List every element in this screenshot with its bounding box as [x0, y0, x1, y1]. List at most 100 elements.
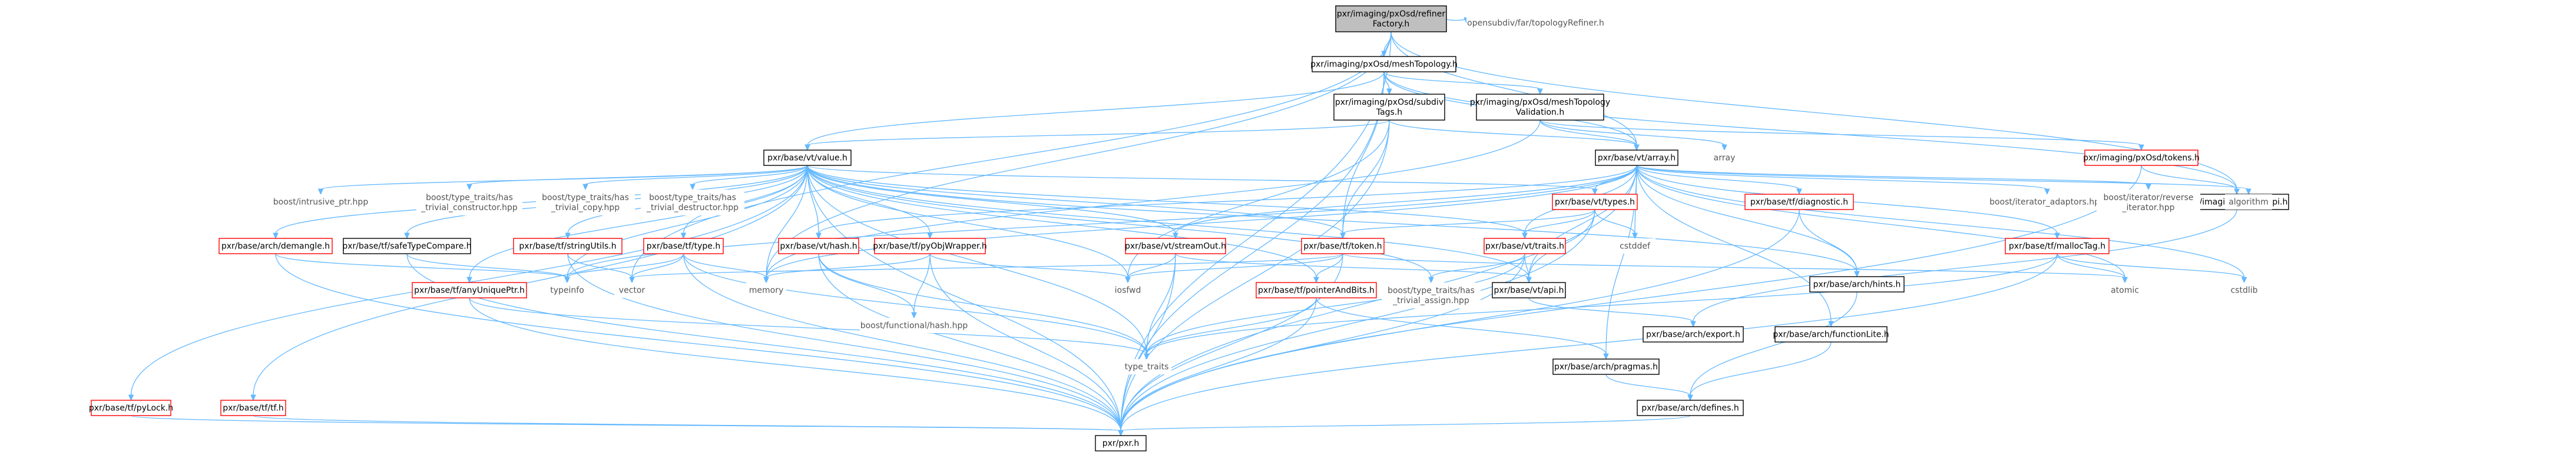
edge-line	[1175, 165, 1637, 234]
edge-arrowhead	[927, 233, 933, 240]
node-label: pxr/base/vt/streamOut.h	[1125, 242, 1226, 251]
node-pyObj[interactable]: pxr/base/tf/pyObjWrapper.h	[873, 238, 987, 254]
edge-arrowhead	[1603, 353, 1609, 360]
edge-line	[1342, 253, 2125, 278]
node-vttypes[interactable]: pxr/base/vt/types.h	[1552, 194, 1638, 210]
edge-vtarray-to-streamOut	[1173, 165, 1637, 240]
node-value[interactable]: pxr/base/vt/value.h	[763, 150, 852, 166]
edge-arrowhead	[1690, 321, 1696, 328]
node-hints[interactable]: pxr/base/arch/hints.h	[1809, 276, 1905, 293]
node-box	[1774, 326, 1888, 343]
node-label: memory	[749, 286, 784, 295]
node-trivCtor: boost/type_traits/has_trivial_constructo…	[416, 190, 522, 215]
node-stringUtils[interactable]: pxr/base/tf/stringUtils.h	[513, 238, 623, 254]
node-label: pxr/base/tf/pointerAndBits.h	[1258, 286, 1375, 295]
node-streamOut[interactable]: pxr/base/vt/streamOut.h	[1125, 238, 1226, 254]
edge-line	[1127, 253, 1176, 278]
edge-tftype-to-typeinfo	[564, 253, 684, 284]
node-pointerBits[interactable]: pxr/base/tf/pointerAndBits.h	[1256, 282, 1377, 298]
edge-line	[1120, 209, 1595, 431]
edge-tokens-to-pxOsdApi	[2141, 165, 2240, 195]
node-vtarray[interactable]: pxr/base/vt/array.h	[1595, 150, 1678, 166]
edge-mallocTag-to-cstdlib	[2057, 253, 2247, 284]
node-funcLite[interactable]: pxr/base/arch/functionLite.h	[1773, 326, 1889, 343]
edge-pointerBits-to-pragmas	[1316, 297, 1609, 360]
edge-line	[1175, 253, 1529, 278]
edge-tftype-to-vector	[629, 253, 684, 284]
node-box	[2225, 283, 2263, 298]
edge-line	[766, 31, 1392, 278]
node-label: cstdlib	[2230, 286, 2257, 295]
node-traits[interactable]: pxr/base/vt/traits.h	[1484, 238, 1566, 254]
node-label: pxr/imaging/pxOsd/meshTopology	[1470, 98, 1610, 107]
edge-meshTopo-to-meshTopoVal	[1383, 71, 1543, 95]
edge-line	[253, 415, 1121, 431]
edge-layer	[128, 17, 2251, 437]
edge-line	[1146, 253, 2058, 355]
edge-arrowhead	[2054, 233, 2060, 240]
node-pyLock[interactable]: pxr/base/tf/pyLock.h	[89, 400, 173, 416]
edge-arrowhead	[404, 233, 410, 240]
node-box	[1125, 238, 1226, 254]
node-vthash[interactable]: pxr/base/vt/hash.h	[778, 238, 859, 254]
edge-arrowhead	[466, 277, 472, 284]
node-safeType[interactable]: pxr/base/tf/safeTypeCompare.h	[342, 238, 472, 254]
node-box	[643, 238, 724, 254]
node-label: pxr/base/arch/pragmas.h	[1554, 363, 1658, 372]
node-box	[1466, 15, 1605, 31]
node-demangle[interactable]: pxr/base/arch/demangle.h	[218, 238, 333, 254]
edge-line	[807, 165, 1128, 278]
edge-line	[1524, 209, 1595, 234]
node-archExport[interactable]: pxr/base/arch/export.h	[1643, 326, 1744, 343]
edge-vtarray-to-iterAdapt	[1636, 165, 2050, 195]
node-algorithm: algorithm	[2225, 194, 2272, 210]
edge-line	[807, 165, 1317, 278]
node-anyUnique[interactable]: pxr/base/tf/anyUniquePtr.h	[412, 282, 527, 298]
node-defines[interactable]: pxr/base/arch/defines.h	[1637, 400, 1744, 416]
node-label: boost/iterator_adaptors.hpp	[1989, 198, 2105, 207]
node-tokens[interactable]: pxr/imaging/pxOsd/tokens.h	[2083, 150, 2200, 166]
edge-line	[1120, 119, 1390, 431]
edge-value-to-vttypes	[807, 165, 1598, 195]
node-meshTopo[interactable]: pxr/imaging/pxOsd/meshTopology.h	[1310, 56, 1458, 72]
node-diag[interactable]: pxr/base/tf/diagnostic.h	[1744, 194, 1854, 210]
edge-vtarray-to-cstdlib	[1636, 165, 2247, 284]
edge-arrowhead	[690, 184, 696, 191]
node-vtapi[interactable]: pxr/base/vt/api.h	[1492, 282, 1566, 298]
node-tftoken[interactable]: pxr/base/tf/token.h	[1301, 238, 1385, 254]
node-box	[1110, 283, 1145, 298]
edge-arrowhead	[1634, 144, 1640, 151]
node-funcHash: boost/functional/hash.hpp	[860, 318, 968, 333]
node-box	[1706, 150, 1743, 165]
node-meshTopoVal[interactable]: pxr/imaging/pxOsd/meshTopologyValidation…	[1470, 94, 1610, 121]
node-pragmas[interactable]: pxr/base/arch/pragmas.h	[1552, 358, 1660, 375]
node-box	[536, 190, 635, 215]
edge-vtarray-to-memory	[763, 165, 1637, 284]
edge-line	[567, 253, 1121, 431]
edge-line	[807, 165, 1121, 431]
node-box	[778, 238, 859, 254]
edge-line	[1383, 71, 1541, 90]
edge-line	[1390, 31, 1637, 146]
edge-arrowhead	[1526, 277, 1532, 284]
edge-root-to-opensubdiv	[1446, 17, 1469, 24]
node-mallocTag[interactable]: pxr/base/tf/mallocTag.h	[2005, 238, 2110, 254]
node-tftype[interactable]: pxr/base/tf/type.h	[643, 238, 724, 254]
node-label: algorithm	[2229, 198, 2269, 207]
node-tftf[interactable]: pxr/base/tf/tf.h	[220, 400, 286, 416]
edge-value-to-trivDtor	[690, 165, 808, 191]
node-label: pxr/pxr.h	[1102, 439, 1140, 449]
edge-meshTopoVal-to-tokens	[1539, 119, 2144, 151]
edge-pyObj-to-memory	[763, 253, 931, 284]
edge-arrowhead	[1721, 144, 1727, 151]
edge-vttypes-to-cstddef	[1594, 209, 1638, 240]
edge-funcLite-to-defines	[1687, 341, 1832, 401]
node-box	[412, 282, 527, 298]
edge-line	[807, 119, 1390, 146]
node-pxr[interactable]: pxr/pxr.h	[1095, 435, 1147, 451]
node-label: pxr/base/tf/type.h	[647, 242, 720, 251]
edge-line	[913, 253, 931, 314]
